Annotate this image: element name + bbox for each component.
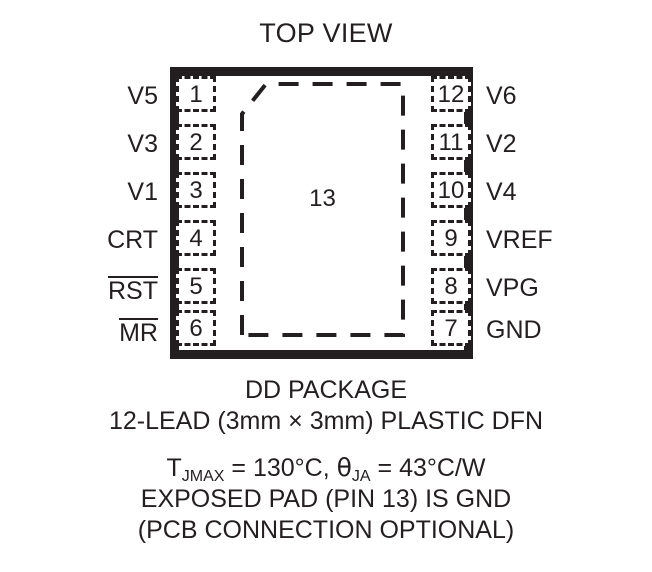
theta-subscript: JA bbox=[351, 468, 371, 485]
pin-label-v5: V5 bbox=[127, 82, 158, 110]
thermal-spec-caption: TJMAX = 130°C, θJA = 43°C/W bbox=[0, 453, 652, 487]
exposed-pad-note-caption: EXPOSED PAD (PIN 13) IS GND bbox=[140, 485, 512, 513]
pin-label-mr: MR bbox=[119, 318, 158, 346]
pin-pad-8[interactable]: 8 bbox=[431, 268, 471, 304]
pin-pad-7[interactable]: 7 bbox=[431, 310, 471, 346]
pin-label-vref: VREF bbox=[486, 226, 553, 254]
pin-pad-9[interactable]: 9 bbox=[431, 220, 471, 256]
pin-label-rst-text: RST bbox=[108, 276, 158, 305]
pin-label-rst: RST bbox=[108, 276, 158, 304]
pin-pad-5[interactable]: 5 bbox=[176, 268, 216, 304]
pin-pad-6[interactable]: 6 bbox=[176, 310, 216, 346]
pin-label-v4: V4 bbox=[486, 178, 517, 206]
pin-pad-2[interactable]: 2 bbox=[176, 124, 216, 160]
exposed-pad-outline bbox=[240, 82, 405, 337]
pin-label-gnd: GND bbox=[486, 316, 542, 344]
pin-label-mr-text: MR bbox=[119, 318, 158, 347]
package-description-caption: 12-LEAD (3mm × 3mm) PLASTIC DFN bbox=[108, 407, 544, 435]
package-name-caption: DD PACKAGE bbox=[244, 376, 408, 404]
pin-pad-3[interactable]: 3 bbox=[176, 172, 216, 208]
theta-symbol: θ bbox=[336, 453, 352, 482]
pin-label-crt: CRT bbox=[107, 226, 158, 254]
pin-pad-11[interactable]: 11 bbox=[431, 124, 471, 160]
pin-label-v2: V2 bbox=[486, 130, 517, 158]
tjmax-symbol: T bbox=[166, 454, 182, 482]
pin-pad-1[interactable]: 1 bbox=[176, 76, 216, 112]
tjmax-subscript: JMAX bbox=[181, 468, 225, 485]
exposed-pad-number: 13 bbox=[309, 185, 336, 212]
pin-pad-12[interactable]: 12 bbox=[431, 76, 471, 112]
diagram-title: TOP VIEW bbox=[259, 18, 393, 48]
pcb-note-caption: (PCB CONNECTION OPTIONAL) bbox=[137, 516, 515, 544]
pin-label-v3: V3 bbox=[127, 130, 158, 158]
pin-pad-10[interactable]: 10 bbox=[431, 172, 471, 208]
pin-label-v1: V1 bbox=[127, 178, 158, 206]
pin-label-vpg: VPG bbox=[486, 274, 539, 302]
pin-pad-4[interactable]: 4 bbox=[176, 220, 216, 256]
theta-value: = 43°C/W bbox=[370, 454, 486, 482]
package-body-outline bbox=[170, 67, 473, 359]
tjmax-value: = 130°C, bbox=[224, 454, 337, 482]
pin-label-v6: V6 bbox=[486, 82, 517, 110]
